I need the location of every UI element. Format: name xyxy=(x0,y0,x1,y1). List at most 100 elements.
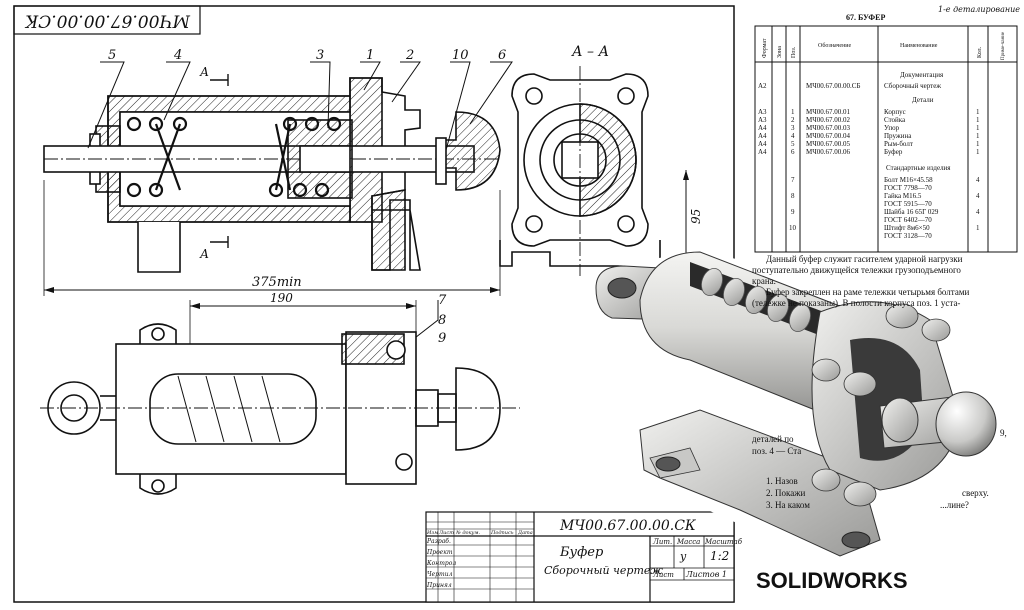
part-row-4-code: МЧ00.67.00.04 xyxy=(806,132,851,140)
part-row-6-code: МЧ00.67.00.06 xyxy=(806,148,851,156)
spec-part-rows: А3 1 МЧ00.67.00.01 Корпус 1 А3 2 МЧ00.67… xyxy=(758,108,980,156)
title-block-row-3: Чертил xyxy=(427,571,453,578)
title-block-header-lit: Лит. xyxy=(652,538,672,546)
desc-line-4: Буфер закреплен на раме тележки четырьмя… xyxy=(766,287,970,297)
part-row-2-qty: 1 xyxy=(976,116,980,124)
part-row-5-code: МЧ00.67.00.05 xyxy=(806,140,851,148)
side-view-a-a xyxy=(499,66,689,276)
spec-doc-name: Сборочный чертеж xyxy=(884,82,941,90)
title-block-row-0: Разраб. xyxy=(426,538,451,545)
front-section-view xyxy=(43,74,501,296)
part-row-4-name: Пружина xyxy=(884,132,912,140)
part-row-6-qty: 1 xyxy=(976,148,980,156)
spec-doc-code: МЧ00.67.00.00.СБ xyxy=(806,82,860,90)
part-row-3-name: Упор xyxy=(884,124,900,132)
spec-header-code: Обозначение xyxy=(818,42,851,49)
spec-header-format: Формат xyxy=(762,38,768,58)
title-block-text: МЧ00.67.00.00.СК Буфер Сборочный чертеж … xyxy=(426,518,743,589)
part-row-4-qty: 1 xyxy=(976,132,980,140)
spec-section-std: Стандартные изделия xyxy=(886,164,951,172)
part-row-2-code: МЧ00.67.00.02 xyxy=(806,116,851,124)
part-row-6-name: Буфер xyxy=(884,148,903,156)
callout-9: 9 xyxy=(438,331,446,346)
title-block-sign-col-3: Подпись xyxy=(490,530,514,536)
title-block-header-scale: Масштаб xyxy=(704,538,743,546)
dimension-375min: 375min xyxy=(252,275,302,290)
title-block-sign-col-0: Изм xyxy=(426,530,438,536)
part-row-1-qty: 1 xyxy=(976,108,980,116)
part-row-1-pos: 1 xyxy=(791,108,795,116)
std-row-7-qty: 4 xyxy=(976,176,980,184)
title-block-lit: у xyxy=(679,550,687,563)
std-row-9-gost: ГОСТ 6402—70 xyxy=(884,216,932,224)
q-partial-mid: поз. 4 — Ста xyxy=(752,446,801,456)
callout-5: 5 xyxy=(108,48,116,63)
part-row-1-format: А3 xyxy=(758,108,767,116)
title-block-subtitle: Сборочный чертеж xyxy=(544,564,663,577)
spec-std-rows: 7 Болт М16×45.58 ГОСТ 7798—70 4 8 Гайка … xyxy=(789,176,980,240)
code-top-rotated: МЧ00.67.00.00.СК xyxy=(24,11,191,31)
std-row-7-name: Болт М16×45.58 xyxy=(884,176,933,184)
part-row-3-format: А4 xyxy=(758,124,767,132)
std-row-10-gost: ГОСТ 3128—70 xyxy=(884,232,932,240)
solidworks-3d-model xyxy=(595,250,1010,560)
solidworks-brand: SOLIDWORKS xyxy=(756,568,908,593)
spec-header-pos: Поз. xyxy=(791,46,797,58)
title-block-sheet: Лист xyxy=(652,571,674,579)
spec-section-docs: Документация xyxy=(900,71,944,79)
plan-view xyxy=(40,300,520,495)
part-row-5-format: А4 xyxy=(758,140,767,148)
spec-title: 67. БУФЕР xyxy=(846,13,885,22)
desc-line-2: поступательно движущейся тележки грузопо… xyxy=(752,265,961,275)
part-row-2-name: Стойка xyxy=(884,116,906,124)
dimension-190: 190 xyxy=(270,291,293,305)
title-block-sign-col-2: № докум. xyxy=(455,530,481,536)
section-arrow-label-bottom: А xyxy=(199,247,209,261)
callout-6: 6 xyxy=(498,48,506,63)
part-row-3-qty: 1 xyxy=(976,124,980,132)
title-block-row-1: Проект xyxy=(426,549,453,556)
flange-bolts-3d xyxy=(811,303,953,507)
title-block-sign-col-1: Лист xyxy=(438,530,454,536)
callout-10: 10 xyxy=(452,48,469,63)
spec-section-parts: Детали xyxy=(912,96,934,104)
drawing-labels: 5 4 3 1 2 10 6 7 8 9 А – А А А 375min 19… xyxy=(108,44,703,346)
title-block-header-mass: Масса xyxy=(676,538,700,546)
section-arrow-label-top: А xyxy=(199,65,209,79)
question-1: 1. Назов xyxy=(766,476,798,486)
spec-description: Данный буфер служит гасителем ударной на… xyxy=(752,254,970,308)
std-row-8-gost: ГОСТ 5915—70 xyxy=(884,200,932,208)
spec-header-qty: Кол. xyxy=(977,46,983,58)
title-block-row-2: Контрол xyxy=(426,560,456,567)
section-title-a-a: А – А xyxy=(571,44,609,60)
question-3: 3. На каком xyxy=(766,500,810,510)
title-block xyxy=(425,511,735,603)
q-partial-left: деталей по xyxy=(752,434,794,444)
part-row-2-pos: 2 xyxy=(791,116,795,124)
callout-4: 4 xyxy=(173,48,182,63)
part-row-1-code: МЧ00.67.00.01 xyxy=(806,108,851,116)
spec-header-zone: Зона xyxy=(777,46,783,58)
spring-section xyxy=(126,116,342,198)
part-row-1-name: Корпус xyxy=(884,108,906,116)
question-3-tail: ...лине? xyxy=(940,500,969,510)
spring-coils-3d xyxy=(701,268,811,332)
part-row-2-format: А3 xyxy=(758,116,767,124)
title-block-code: МЧ00.67.00.00.СК xyxy=(559,518,697,534)
title-block-sign-col-4: Дата xyxy=(517,530,533,536)
question-2-tail: сверху. xyxy=(962,488,989,498)
title-block-sheets: Листов 1 xyxy=(685,570,727,579)
part-row-6-format: А4 xyxy=(758,148,767,156)
spec-corner-note: 1-е деталирование xyxy=(938,5,1020,14)
part-row-5-qty: 1 xyxy=(976,140,980,148)
callout-8: 8 xyxy=(438,313,446,328)
std-row-8-qty: 4 xyxy=(976,192,980,200)
desc-line-3: крана. xyxy=(752,276,776,286)
std-row-10-pos: 10 xyxy=(789,224,797,232)
spec-table xyxy=(754,25,1018,253)
std-row-8-pos: 8 xyxy=(791,192,795,200)
part-row-4-format: А4 xyxy=(758,132,767,140)
callout-1: 1 xyxy=(366,48,374,63)
std-row-9-name: Шайба 16 65Г 029 xyxy=(884,208,939,216)
